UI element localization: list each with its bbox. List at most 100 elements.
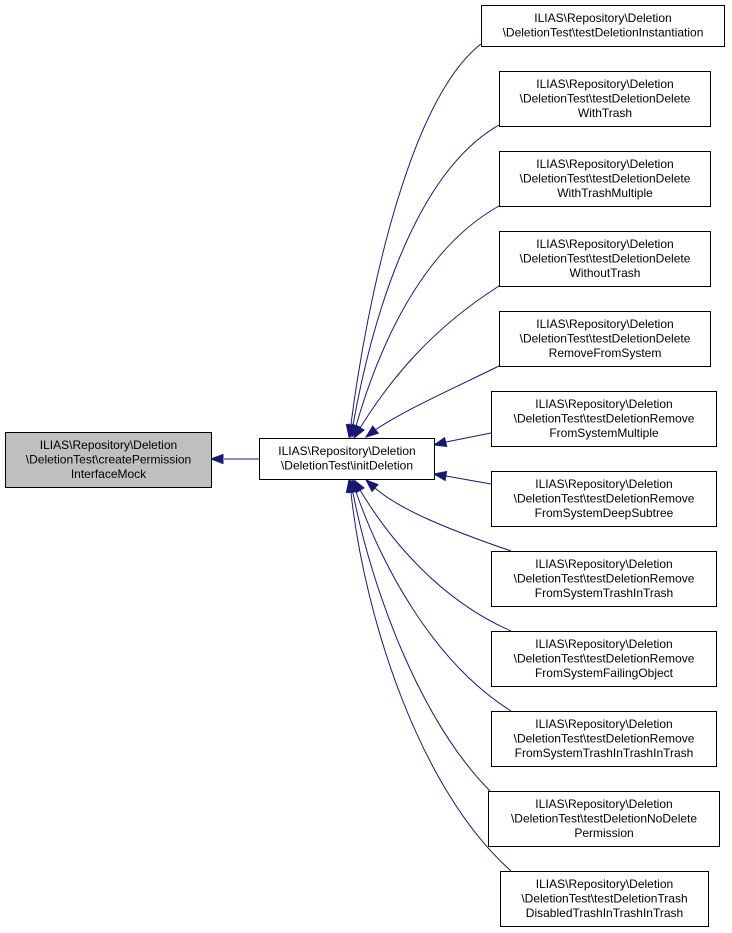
node-label-line: \DeletionTest\testDeletionTrash: [521, 891, 687, 905]
node-label-line: ILIAS\Repository\Deletion: [536, 157, 673, 171]
arrow-head: [364, 425, 380, 438]
node-label-line: \DeletionTest\testDeletionDelete: [520, 251, 691, 265]
node-box[interactable]: [491, 711, 717, 767]
node-label-line: \DeletionTest\initDeletion: [281, 459, 413, 473]
edge-testDeletionRemoveFromSystemFailingObject-to-initDeletion: [353, 478, 512, 632]
edge-line: [359, 285, 500, 429]
edge-line: [350, 43, 482, 425]
arrow-head: [353, 424, 365, 440]
node-label-line: DisabledTrashInTrashInTrash: [526, 906, 683, 920]
edge-line: [355, 205, 500, 427]
edges-layer: [209, 43, 512, 872]
node-label-line: FromSystemMultiple: [549, 426, 659, 440]
node-box[interactable]: [5, 432, 212, 488]
node-label-line: \DeletionTest\testDeletionRemove: [514, 491, 695, 505]
node-label-line: \DeletionTest\testDeletionNoDelete: [511, 811, 697, 825]
arrow-head: [432, 436, 448, 448]
edge-line: [359, 489, 512, 632]
node-label-line: ILIAS\Repository\Deletion: [536, 877, 673, 891]
arrow-head: [364, 479, 379, 493]
node-label-line: ILIAS\Repository\Deletion: [278, 444, 415, 458]
edge-line: [374, 487, 512, 552]
node-testDeletionRemoveFromSystemDeepSubtree[interactable]: ILIAS\Repository\Deletion\DeletionTest\t…: [491, 471, 717, 527]
edge-testDeletionDeleteWithTrash-to-initDeletion: [347, 124, 500, 439]
node-box[interactable]: [491, 551, 717, 607]
edge-line: [355, 491, 512, 712]
node-label-line: \DeletionTest\testDeletionRemove: [514, 651, 695, 665]
node-box[interactable]: [499, 71, 711, 127]
edge-line: [352, 492, 491, 792]
edge-line: [445, 432, 492, 443]
node-label-line: \DeletionTest\testDeletionDelete: [520, 331, 691, 345]
node-box[interactable]: [491, 391, 717, 447]
node-label-line: ILIAS\Repository\Deletion: [536, 77, 673, 91]
node-label-line: ILIAS\Repository\Deletion: [536, 317, 673, 331]
node-box[interactable]: [488, 791, 720, 847]
node-testDeletionDeleteWithoutTrash[interactable]: ILIAS\Repository\Deletion\DeletionTest\t…: [499, 231, 711, 287]
node-box[interactable]: [259, 438, 435, 480]
node-testDeletionRemoveFromSystemTrashInTrashInTrash[interactable]: ILIAS\Repository\Deletion\DeletionTest\t…: [491, 711, 717, 767]
edge-testDeletionRemoveFromSystemDeepSubtree-to-initDeletion: [432, 470, 492, 485]
node-box[interactable]: [499, 311, 711, 367]
edge-line: [350, 492, 512, 872]
node-testDeletionDeleteWithTrash[interactable]: ILIAS\Repository\Deletion\DeletionTest\t…: [499, 71, 711, 127]
node-label-line: \DeletionTest\testDeletionRemove: [514, 571, 695, 585]
node-label-line: WithTrashMultiple: [557, 186, 653, 200]
node-box[interactable]: [481, 5, 725, 47]
edge-line: [374, 365, 500, 431]
node-label-line: ILIAS\Repository\Deletion: [534, 11, 671, 25]
node-box[interactable]: [491, 631, 717, 687]
node-label-line: FromSystemFailingObject: [535, 666, 674, 680]
edge-testDeletionDeleteRemoveFromSystem-to-initDeletion: [364, 365, 500, 438]
node-label-line: \DeletionTest\testDeletionRemove: [514, 411, 695, 425]
node-testDeletionRemoveFromSystemFailingObject[interactable]: ILIAS\Repository\Deletion\DeletionTest\t…: [491, 631, 717, 687]
edge-testDeletionInstantiation-to-initDeletion: [345, 43, 482, 439]
node-testDeletionRemoveFromSystemMultiple[interactable]: ILIAS\Repository\Deletion\DeletionTest\t…: [491, 391, 717, 447]
edge-testDeletionDeleteWithTrashMultiple-to-initDeletion: [351, 205, 500, 439]
edge-testDeletionRemoveFromSystemTrashInTrash-to-initDeletion: [364, 479, 512, 552]
edge-testDeletionTrashDisabledTrashInTrashInTrash-to-initDeletion: [345, 478, 512, 872]
edge-initDeletion-to-createPermissionInterfaceMock: [209, 453, 259, 465]
node-label-line: ILIAS\Repository\Deletion: [535, 797, 672, 811]
node-testDeletionDeleteWithTrashMultiple[interactable]: ILIAS\Repository\Deletion\DeletionTest\t…: [499, 151, 711, 207]
node-createPermissionInterfaceMock[interactable]: ILIAS\Repository\Deletion\DeletionTest\c…: [5, 432, 212, 488]
arrow-head: [209, 453, 224, 465]
node-label-line: Permission: [574, 826, 633, 840]
node-label-line: ILIAS\Repository\Deletion: [535, 717, 672, 731]
arrow-head: [432, 470, 448, 482]
node-box[interactable]: [491, 471, 717, 527]
node-label-line: ILIAS\Repository\Deletion: [535, 397, 672, 411]
node-label-line: \DeletionTest\testDeletionRemove: [514, 731, 695, 745]
node-testDeletionNoDeletePermission[interactable]: ILIAS\Repository\Deletion\DeletionTest\t…: [488, 791, 720, 847]
node-box[interactable]: [500, 871, 709, 927]
node-testDeletionInstantiation[interactable]: ILIAS\Repository\Deletion\DeletionTest\t…: [481, 5, 725, 47]
nodes-layer: ILIAS\Repository\Deletion\DeletionTest\c…: [5, 5, 725, 927]
node-label-line: FromSystemTrashInTrash: [535, 586, 673, 600]
node-label-line: ILIAS\Repository\Deletion: [536, 237, 673, 251]
node-label-line: RemoveFromSystem: [549, 346, 662, 360]
node-label-line: ILIAS\Repository\Deletion: [535, 557, 672, 571]
node-label-line: WithTrash: [578, 106, 632, 120]
node-testDeletionRemoveFromSystemTrashInTrash[interactable]: ILIAS\Repository\Deletion\DeletionTest\t…: [491, 551, 717, 607]
arrow-head: [345, 478, 357, 494]
node-label-line: ILIAS\Repository\Deletion: [535, 477, 672, 491]
node-label-line: FromSystemTrashInTrashInTrash: [515, 746, 694, 760]
node-label-line: InterfaceMock: [71, 467, 147, 481]
node-testDeletionDeleteRemoveFromSystem[interactable]: ILIAS\Repository\Deletion\DeletionTest\t…: [499, 311, 711, 367]
edge-testDeletionRemoveFromSystemMultiple-to-initDeletion: [432, 432, 492, 448]
node-box[interactable]: [499, 151, 711, 207]
node-initDeletion[interactable]: ILIAS\Repository\Deletion\DeletionTest\i…: [259, 438, 435, 480]
node-label-line: ILIAS\Repository\Deletion: [535, 637, 672, 651]
node-label-line: \DeletionTest\testDeletionInstantiation: [503, 26, 704, 40]
node-label-line: ILIAS\Repository\Deletion: [40, 438, 177, 452]
edge-line: [445, 475, 492, 485]
edge-line: [352, 124, 500, 426]
node-box[interactable]: [499, 231, 711, 287]
node-testDeletionTrashDisabledTrashInTrashInTrash[interactable]: ILIAS\Repository\Deletion\DeletionTest\t…: [500, 871, 709, 927]
node-label-line: WithoutTrash: [570, 266, 641, 280]
node-label-line: FromSystemDeepSubtree: [535, 506, 674, 520]
node-label-line: \DeletionTest\createPermission: [26, 452, 191, 466]
node-label-line: \DeletionTest\testDeletionDelete: [520, 171, 691, 185]
edge-testDeletionDeleteWithoutTrash-to-initDeletion: [353, 285, 500, 440]
